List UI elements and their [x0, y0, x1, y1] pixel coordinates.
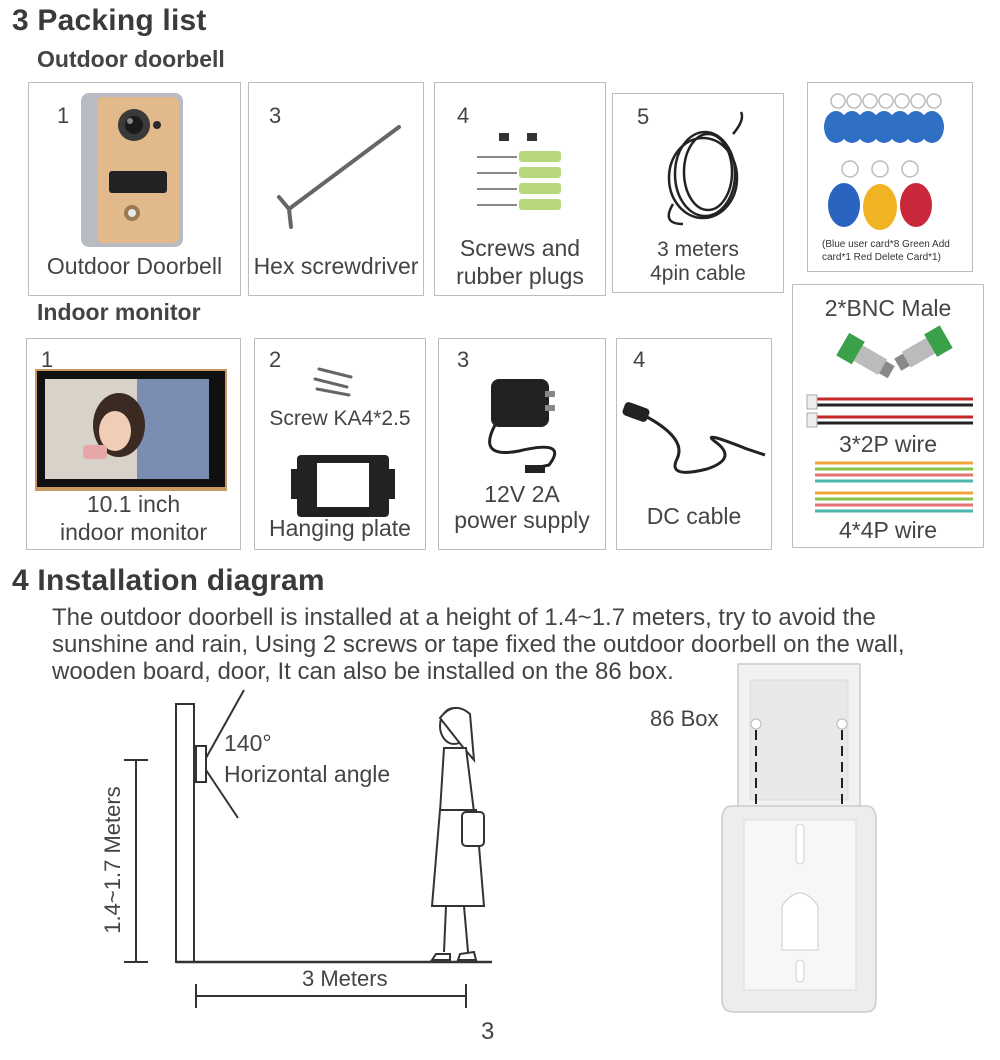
- item-hex-screwdriver: 3 Hex screwdriver: [248, 82, 424, 296]
- install-para-line3: wooden board, door, It can also be insta…: [52, 658, 674, 685]
- item-screws-plugs: 4 Screws and rubber plugs: [434, 82, 606, 296]
- bnc-caption: 2*BNC Male: [824, 295, 952, 321]
- cards-note-line2: card*1 Red Delete Card*1): [822, 252, 941, 263]
- item-caption-line1: 10.1 inch: [86, 491, 181, 517]
- indoor-monitor-heading: Indoor monitor: [37, 299, 201, 325]
- item-caption-line2: rubber plugs: [456, 263, 584, 289]
- wire4-caption: 4*4P wire: [838, 517, 938, 543]
- monitor-image: [35, 369, 227, 491]
- rfid-keyfobs-image: [824, 93, 944, 230]
- doorbell-image: [81, 93, 183, 247]
- item-caption-line2: 4pin cable: [650, 262, 746, 285]
- packing-list-title: 3 Packing list: [12, 4, 207, 37]
- item-number: 1: [41, 347, 54, 372]
- distance-label: 3 Meters: [302, 966, 388, 991]
- item-caption-line1: Screws and: [459, 235, 581, 261]
- angle-label: Horizontal angle: [224, 761, 391, 787]
- item-rfid-cards: (Blue user card*8 Green Add card*1 Red D…: [807, 82, 973, 272]
- item-screws-hanging-plate: 2 Screw KA4*2.5 Hanging plate: [254, 338, 426, 550]
- install-para-line1: The outdoor doorbell is installed at a h…: [52, 604, 876, 631]
- item-caption: Outdoor Doorbell: [46, 253, 223, 279]
- installation-title: 4 Installation diagram: [12, 564, 325, 597]
- screws-plugs-image: [477, 133, 561, 210]
- item-outdoor-doorbell: 1 Outdoor Doorbell: [28, 82, 241, 296]
- item-caption: Hex screwdriver: [253, 253, 419, 279]
- item-power-supply: 3 12V 2A power supply: [438, 338, 606, 550]
- item-number: 4: [633, 347, 646, 372]
- screws-plate-image: [291, 367, 395, 517]
- 86-box-label: 86 Box: [650, 706, 719, 731]
- item-caption-line1: 3 meters: [657, 238, 739, 261]
- angle-value: 140°: [224, 730, 272, 756]
- item-caption-line2: indoor monitor: [59, 519, 208, 545]
- item-caption-line2: power supply: [454, 507, 590, 533]
- item-dc-cable: 4 DC cable: [616, 338, 772, 550]
- outdoor-doorbell-heading: Outdoor doorbell: [37, 46, 225, 72]
- power-adapter-image: [488, 379, 557, 473]
- page-number: 3: [481, 1018, 495, 1045]
- bnc-wires-image: [806, 325, 973, 513]
- item-caption-top: Screw KA4*2.5: [269, 407, 411, 430]
- screwdriver-image: [277, 125, 401, 229]
- cable-coil-image: [667, 111, 744, 226]
- dc-cable-image: [622, 402, 766, 474]
- item-indoor-monitor: 1 10.1 inch indoor monitor: [26, 338, 241, 550]
- item-number: 3: [457, 347, 470, 372]
- item-4pin-cable: 5 3 meters 4pin cable: [612, 93, 784, 293]
- item-caption-line1: 12V 2A: [484, 481, 560, 507]
- item-number: 5: [637, 104, 650, 129]
- cards-note-line1: (Blue user card*8 Green Add: [822, 239, 950, 250]
- item-number: 1: [57, 103, 70, 128]
- item-caption: DC cable: [646, 503, 742, 529]
- install-para-line2: sunshine and rain, Using 2 screws or tap…: [52, 631, 905, 658]
- height-label: 1.4~1.7 Meters: [100, 786, 125, 934]
- item-number: 4: [457, 103, 470, 128]
- item-number: 3: [269, 103, 282, 128]
- item-caption: Hanging plate: [269, 515, 411, 541]
- item-number: 2: [269, 347, 282, 372]
- item-bnc-wires: 2*BNC Male 3*2P: [792, 284, 984, 548]
- wire2-caption: 3*2P wire: [838, 431, 938, 457]
